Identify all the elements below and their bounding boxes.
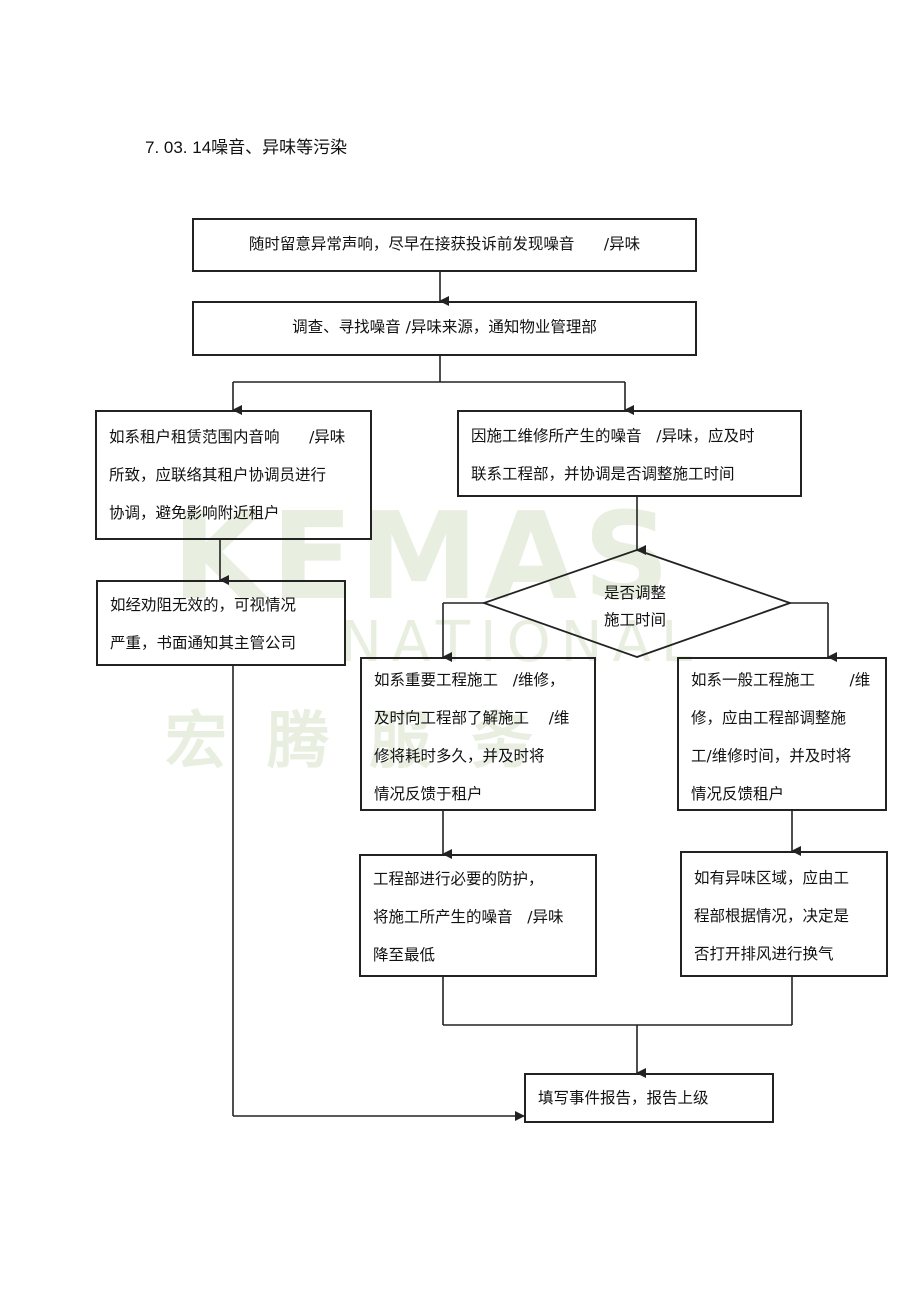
node-text: 修将耗时多久，并及时将 (374, 747, 545, 765)
node-text: 工程部进行必要的防护， (373, 870, 544, 888)
node-text: 如系重要工程施工 /维修， (374, 671, 565, 689)
node-ventilation: 如有异味区域，应由工 程部根据情况，决定是 否打开排风进行换气 (680, 851, 888, 977)
section-title: 7. 03. 14噪音、异味等污染 (145, 138, 348, 157)
node-tenant-range: 如系租户租赁范围内音响 /异味 所致，应联络其租户协调员进行 协调，避免影响附近… (95, 410, 372, 540)
node-text: 工/维修时间，并及时将 (691, 747, 852, 765)
node-text: 降至最低 (373, 946, 436, 964)
node-text: 及时向工程部了解施工 /维 (374, 709, 570, 727)
node-investigate: 调查、寻找噪音 /异味来源，通知物业管理部 (192, 301, 697, 356)
node-persuade-fail: 如经劝阻无效的，可视情况 严重，书面通知其主管公司 (96, 580, 346, 666)
watermark-logo-chinese: 宏腾服务 (165, 704, 574, 777)
decision-line: 施工时间 (603, 611, 666, 629)
node-text: 如系一般工程施工 /维 (691, 671, 871, 689)
watermark-logo-text: KEMAS (172, 488, 676, 627)
node-text: 协调，避免影响附近租户 (109, 504, 280, 522)
node-protection: 工程部进行必要的防护， 将施工所产生的噪音 /异味 降至最低 (359, 854, 597, 977)
node-important-work: 如系重要工程施工 /维修， 及时向工程部了解施工 /维 修将耗时多久，并及时将 … (360, 657, 596, 811)
node-text: 否打开排风进行换气 (694, 945, 834, 963)
node-text: 情况反馈于租户 (374, 785, 483, 803)
node-text: 如有异味区域，应由工 (694, 869, 850, 887)
node-text: 调查、寻找噪音 /异味来源，通知物业管理部 (292, 318, 597, 336)
node-text: 修，应由工程部调整施 (691, 709, 847, 727)
node-text: 严重，书面通知其主管公司 (110, 634, 297, 652)
node-general-work: 如系一般工程施工 /维 修，应由工程部调整施 工/维修时间，并及时将 情况反馈租… (677, 657, 887, 811)
node-text: 所致，应联络其租户协调员进行 (109, 466, 327, 484)
node-detect: 随时留意异常声响，尽早在接获投诉前发现噪音 /异味 (192, 218, 697, 272)
decision-diamond (481, 549, 793, 658)
node-text: 情况反馈租户 (691, 785, 785, 803)
node-text: 填写事件报告，报告上级 (538, 1089, 709, 1107)
node-text: 因施工维修所产生的噪音 /异味，应及时 (471, 427, 755, 445)
node-text: 联系工程部，并协调是否调整施工时间 (471, 465, 735, 483)
node-text: 随时留意异常声响，尽早在接获投诉前发现噪音 /异味 (248, 235, 641, 253)
watermark-logo-subtext: NATIONAL (340, 610, 703, 675)
node-text: 如系租户租赁范围内音响 /异味 (109, 428, 346, 446)
node-construction: 因施工维修所产生的噪音 /异味，应及时 联系工程部，并协调是否调整施工时间 (457, 410, 802, 497)
decision-line: 是否调整 (603, 584, 666, 602)
node-text: 将施工所产生的噪音 /异味 (373, 908, 564, 926)
node-text: 如经劝阻无效的，可视情况 (110, 596, 297, 614)
decision-text: 是否调整 施工时间 (570, 580, 700, 634)
node-report: 填写事件报告，报告上级 (524, 1073, 774, 1123)
node-text: 程部根据情况，决定是 (694, 907, 850, 925)
